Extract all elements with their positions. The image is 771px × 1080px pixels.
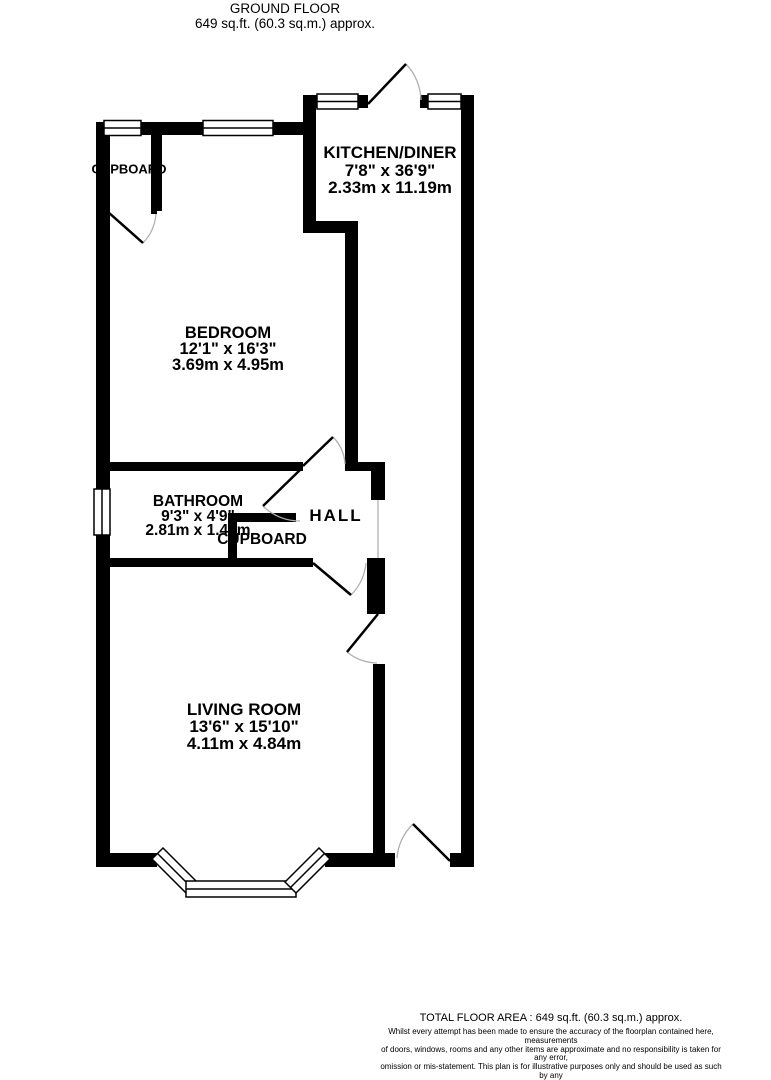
walls <box>96 95 474 867</box>
bedroom-name: BEDROOM <box>184 324 272 342</box>
room-label-bathroom: BATHROOM 9'3" x 4'9" 2.81m x 1.44m <box>145 493 251 539</box>
living-room-door-leaf <box>312 562 352 596</box>
wall-bedroom-bottom <box>96 462 303 471</box>
wall-hall-top <box>345 462 385 471</box>
footer: TOTAL FLOOR AREA : 649 sq.ft. (60.3 sq.m… <box>378 1012 724 1080</box>
kitchen-top-door-leaf <box>367 63 407 105</box>
room-label-living-room: LIVING ROOM 13'6" x 15'10" 4.11m x 4.84m <box>187 701 301 752</box>
wall-bedroom-kitchen-divider <box>345 221 358 462</box>
bedroom-imperial: 12'1" x 16'3" <box>179 340 277 358</box>
kitchen-top-door-arc <box>405 63 422 101</box>
floor-area: 649 sq.ft. (60.3 sq.m.) approx. <box>194 16 376 31</box>
wall-cupboard-mid-top <box>232 513 296 522</box>
wall-kitchen-jog <box>303 221 357 233</box>
wall-cupboard-top-divider <box>151 135 162 211</box>
wall-kitchen-top-jamb-r <box>420 95 429 108</box>
wall-living-kitchen-lower <box>373 664 385 853</box>
bathroom-metric: 2.81m x 1.44m <box>145 522 251 539</box>
total-floor-area: TOTAL FLOOR AREA : 649 sq.ft. (60.3 sq.m… <box>419 1012 683 1024</box>
living-room-name: LIVING ROOM <box>186 700 302 719</box>
wall-kitchen-left-upper <box>303 108 316 223</box>
bay-window-right-mullion <box>289 852 326 889</box>
wall-bottom-mid <box>325 853 395 867</box>
kitchen-imperial: 7'8" x 36'9" <box>344 160 436 180</box>
floor-name: GROUND FLOOR <box>229 1 341 16</box>
bathroom-imperial: 9'3" x 4'9" <box>161 507 235 525</box>
bedroom-door-arc <box>332 436 346 465</box>
wall-kitchen-top-a <box>303 95 318 108</box>
room-label-kitchen-diner: KITCHEN/DINER 7'8" x 36'9" 2.33m x 11.19… <box>323 144 456 197</box>
bedroom-door-leaf <box>302 436 334 467</box>
cupboard-top-door-leaf <box>107 211 144 244</box>
plan-title: GROUND FLOOR 649 sq.ft. (60.3 sq.m.) app… <box>195 1 375 31</box>
wall-hall-bottom <box>96 558 313 567</box>
room-label-hall: HALL <box>309 506 363 525</box>
wall-kitchen-top-jamb-l <box>357 95 368 108</box>
room-label-bedroom: BEDROOM 12'1" x 16'3" 3.69m x 4.95m <box>172 324 284 374</box>
disclaimer-text: Whilst every attempt has been made to en… <box>380 1027 722 1080</box>
cupboard-top-door-arc <box>142 213 157 244</box>
living-room-imperial: 13'6" x 15'10" <box>189 717 299 736</box>
rear-door-arc <box>396 823 414 859</box>
bathroom-door-arc <box>262 505 301 522</box>
wall-hall-right-stub <box>371 471 385 500</box>
windows <box>93 93 462 898</box>
kitchen-living-door-arc <box>346 651 378 664</box>
wall-cupboard-mid-left <box>228 513 237 567</box>
bedroom-metric: 3.69m x 4.95m <box>172 356 284 374</box>
room-label-cupboard-top: CUPBOARD <box>91 161 167 177</box>
bathroom-door-leaf <box>262 468 302 507</box>
wall-kitchen-right <box>461 95 474 867</box>
rear-door-leaf <box>412 823 451 862</box>
kitchen-living-door-leaf <box>346 613 379 653</box>
wall-living-kitchen-upper <box>367 558 385 614</box>
door-arcs <box>142 63 422 859</box>
kitchen-name: KITCHEN/DINER <box>323 143 457 162</box>
door-leaves <box>107 63 451 862</box>
room-label-cupboard-middle: CUPBOARD <box>217 531 307 548</box>
wall-bottom-right <box>450 853 474 867</box>
living-room-door-arc <box>350 562 367 596</box>
living-room-metric: 4.11m x 4.84m <box>186 734 302 753</box>
wall-bottom-left <box>96 853 157 867</box>
wall-cupboard-top-jamb <box>151 208 157 214</box>
bathroom-name: BATHROOM <box>152 493 244 510</box>
kitchen-metric: 2.33m x 11.19m <box>328 178 452 197</box>
